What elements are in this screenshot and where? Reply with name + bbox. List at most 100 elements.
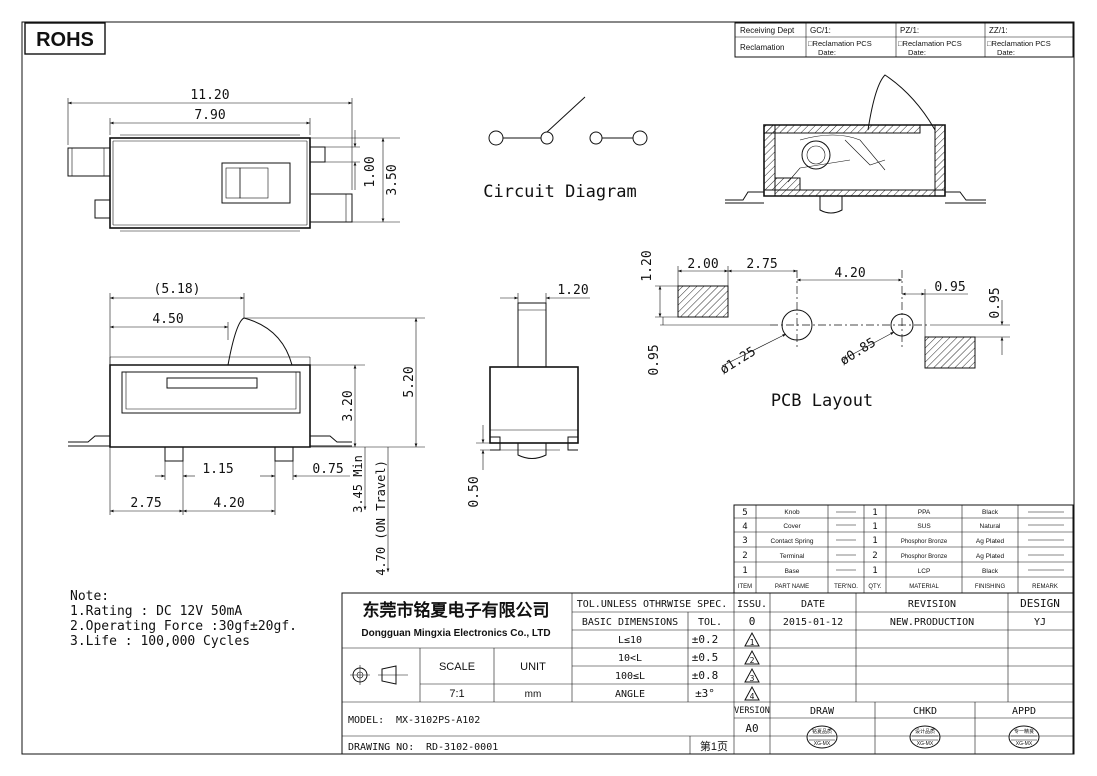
bom-header: PART NAME — [775, 584, 809, 590]
bom-item: 1 — [742, 566, 747, 576]
chkd-stamp: 设计品质 XG-MX — [909, 725, 941, 749]
rohs-label: ROHS — [36, 29, 94, 51]
rev-triangle: 2 — [744, 649, 760, 665]
pcb-dim-1-20: 1.20 — [640, 250, 655, 281]
model-value: MX-3102PS-A102 — [396, 715, 480, 726]
pcb-dim-0-95-right: 0.95 — [988, 287, 1003, 318]
basic-dims-label: BASIC DIMENSIONS — [582, 617, 678, 628]
dim-4-70-travel: 4.70 (ON Travel) — [374, 460, 388, 576]
svg-text:设计品质: 设计品质 — [915, 728, 935, 735]
pcb-caption: PCB Layout — [771, 391, 873, 411]
tol-value: ±3° — [695, 687, 715, 700]
bom-table: 5 Knob 1 PPA Black 4 Cover 1 SUS Natural… — [733, 504, 1074, 594]
tol-value: ±0.8 — [692, 669, 719, 682]
draw-label: DRAW — [810, 706, 835, 717]
pcb-hole-small-label: ø0.85 — [838, 335, 879, 368]
company-name-cn: 东莞市铭夏电子有限公司 — [363, 600, 550, 620]
drawing-no-label: DRAWING NO: — [348, 742, 414, 753]
bom-material: LCP — [918, 568, 931, 575]
dim-4-20: 4.20 — [213, 496, 244, 511]
bom-header: REMARK — [1032, 584, 1058, 590]
pz-reclamation: □Reclamation PCS — [898, 39, 962, 48]
bom-finish: Ag Plated — [976, 553, 1005, 560]
bom-material: PPA — [918, 509, 931, 516]
note-3: 3.Life : 100,000 Cycles — [70, 634, 250, 649]
bom-header: TER'NO. — [834, 584, 858, 590]
pz-date: Date: — [908, 48, 926, 57]
unit-label: UNIT — [520, 661, 546, 673]
scale-value: 7:1 — [449, 688, 464, 700]
chkd-label: CHKD — [913, 706, 937, 717]
dim-7-90: 7.90 — [194, 108, 225, 123]
dim-3-50: 3.50 — [385, 164, 400, 195]
dim-1-00: 1.00 — [363, 156, 378, 187]
note-2: 2.Operating Force :30gf±20gf. — [70, 619, 297, 634]
pad-right — [924, 336, 976, 369]
svg-text:3: 3 — [750, 674, 755, 683]
tol-range: L≤10 — [618, 635, 642, 646]
pcb-dim-2-00: 2.00 — [687, 257, 718, 272]
notes: Note: 1.Rating : DC 12V 50mA 2.Operating… — [70, 589, 297, 649]
revision-label: REVISION — [908, 599, 956, 610]
svg-text:XG-MX: XG-MX — [917, 741, 934, 747]
gc-reclamation: □Reclamation PCS — [808, 39, 872, 48]
rev-text: NEW.PRODUCTION — [890, 617, 974, 628]
bom-part: Knob — [784, 509, 800, 516]
bom-part: Terminal — [780, 553, 805, 560]
appd-label: APPD — [1012, 706, 1036, 717]
rev-date: 2015-01-12 — [783, 617, 843, 628]
bom-finish: Black — [982, 509, 999, 516]
dim-11-20: 11.20 — [190, 88, 229, 103]
bom-item: 4 — [742, 522, 747, 532]
tol-value: ±0.2 — [692, 633, 719, 646]
side-view: (5.18) 4.50 3.20 5.20 1.15 0.75 2.75 4.2… — [68, 282, 425, 576]
pcb-dim-2-75: 2.75 — [746, 257, 777, 272]
dim-0-75: 0.75 — [312, 462, 343, 477]
pcb-hole-large-label: ø1.25 — [718, 344, 759, 377]
drawing-no-value: RD-3102-0001 — [426, 742, 498, 753]
bom-header: QTY. — [868, 584, 882, 590]
circuit-diagram: Circuit Diagram — [483, 96, 648, 202]
dim-3-45-min: 3.45 Min — [351, 455, 365, 513]
dim-2-75: 2.75 — [130, 496, 161, 511]
dim-5-18: (5.18) — [154, 282, 201, 297]
pcb-dim-0-95-left: 0.95 — [647, 344, 662, 375]
svg-text:XG-MX: XG-MX — [1016, 741, 1033, 747]
receiving-dept-label: Receiving Dept — [740, 26, 795, 35]
note-1: 1.Rating : DC 12V 50mA — [70, 604, 242, 619]
issu-label: ISSU. — [737, 599, 767, 610]
unit-value: mm — [525, 689, 542, 700]
bom-qty: 1 — [872, 508, 877, 518]
zz-date: Date: — [997, 48, 1015, 57]
bom-part: Contact Spring — [771, 538, 814, 545]
bom-finish: Black — [982, 568, 999, 575]
bom-finish: Ag Plated — [976, 538, 1005, 545]
dim-0-50: 0.50 — [467, 476, 482, 507]
tol-value: ±0.5 — [692, 651, 719, 664]
bom-header: ITEM — [738, 584, 752, 590]
notes-title: Note: — [70, 589, 109, 604]
model-label: MODEL: — [348, 715, 384, 726]
dim-4-50: 4.50 — [152, 312, 183, 327]
date-label: DATE — [801, 599, 825, 610]
bom-part: Cover — [783, 523, 801, 530]
bom-qty: 1 — [872, 522, 877, 532]
pcb-layout: 2.00 2.75 4.20 0.95 0.95 1.20 0.95 ø1.25… — [640, 250, 1010, 411]
company-name-en: Dongguan Mingxia Electronics Co., LTD — [361, 628, 550, 639]
zz-reclamation: □Reclamation PCS — [987, 39, 1051, 48]
svg-text:1: 1 — [750, 638, 755, 647]
design-label: DESIGN — [1020, 597, 1060, 610]
tol-range: ANGLE — [615, 689, 645, 700]
tol-header: TOL.UNLESS OTHRWISE SPEC. — [577, 599, 728, 610]
draw-stamp: 铭夏品质 XG-MX — [806, 725, 838, 749]
end-view: 1.20 0.50 — [467, 283, 590, 508]
zz-label: ZZ/1: — [989, 26, 1008, 35]
bom-item: 5 — [742, 508, 747, 518]
svg-text:XG-MX: XG-MX — [814, 741, 831, 747]
circuit-caption: Circuit Diagram — [483, 182, 637, 202]
dim-5-20: 5.20 — [402, 366, 417, 397]
dim-1-15: 1.15 — [202, 462, 233, 477]
version-value: A0 — [745, 722, 758, 735]
bom-material: Phosphor Bronze — [901, 539, 948, 545]
